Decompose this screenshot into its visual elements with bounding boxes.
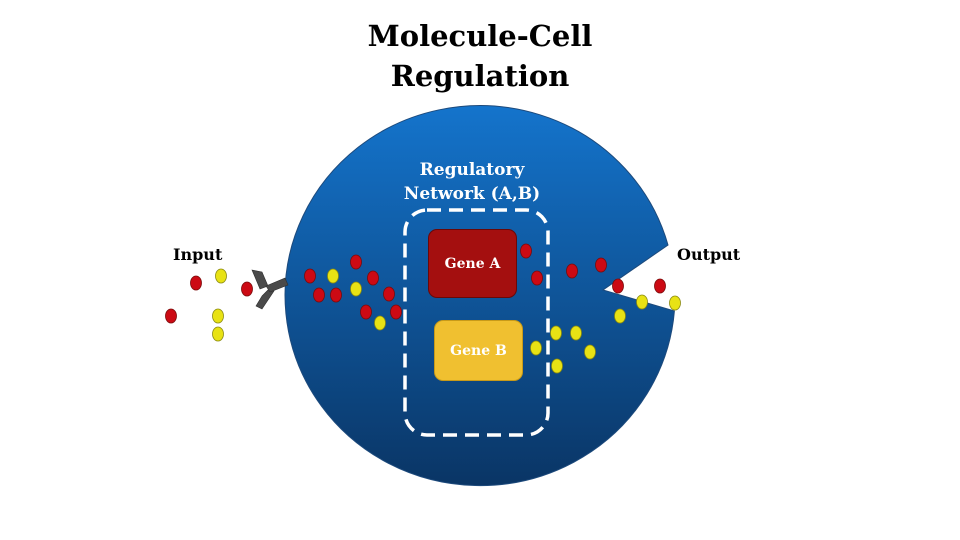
gene-b-label: Gene B xyxy=(450,342,507,359)
yellow-molecule xyxy=(212,326,224,342)
molecules-layer xyxy=(165,243,681,374)
input-label: Input xyxy=(173,245,223,264)
red-molecule xyxy=(313,287,325,303)
gene-a-label: Gene A xyxy=(444,255,501,272)
yellow-molecule xyxy=(551,358,563,374)
red-molecule xyxy=(330,287,342,303)
gene-b-box: Gene B xyxy=(434,320,523,381)
yellow-molecule xyxy=(215,268,227,284)
regulatory-network-label-line-1: Regulatory xyxy=(419,160,525,180)
red-molecule xyxy=(654,278,666,294)
regulatory-network-boundary xyxy=(403,208,550,437)
red-molecule xyxy=(390,304,402,320)
yellow-molecule xyxy=(570,325,582,341)
red-molecule xyxy=(566,263,578,279)
yellow-molecule xyxy=(530,340,542,356)
yellow-molecule xyxy=(374,315,386,331)
red-molecule xyxy=(531,270,543,286)
red-molecule xyxy=(241,281,253,297)
yellow-molecule xyxy=(212,308,224,324)
yellow-molecule xyxy=(584,344,596,360)
red-molecule xyxy=(383,286,395,302)
red-molecule xyxy=(612,278,624,294)
diagram-title: Molecule-Cell Regulation xyxy=(330,16,630,96)
yellow-molecule xyxy=(614,308,626,324)
red-molecule xyxy=(595,257,607,273)
yellow-molecule xyxy=(669,295,681,311)
red-molecule xyxy=(304,268,316,284)
diagram-title-line-2: Regulation xyxy=(390,59,570,93)
diagram-title-line-1: Molecule-Cell xyxy=(367,19,593,53)
regulatory-network-label: Regulatory Network (A,B) xyxy=(382,158,562,206)
red-molecule xyxy=(360,304,372,320)
yellow-molecule xyxy=(636,294,648,310)
red-molecule xyxy=(520,243,532,259)
y-shaped-receptor-icon xyxy=(251,269,289,310)
yellow-molecule xyxy=(327,268,339,284)
yellow-molecule xyxy=(350,281,362,297)
red-molecule xyxy=(190,275,202,291)
red-molecule xyxy=(350,254,362,270)
red-molecule xyxy=(165,308,177,324)
output-label: Output xyxy=(677,245,741,264)
red-molecule xyxy=(367,270,379,286)
yellow-molecule xyxy=(550,325,562,341)
gene-a-box: Gene A xyxy=(428,229,517,298)
regulatory-network-label-line-2: Network (A,B) xyxy=(403,184,541,204)
